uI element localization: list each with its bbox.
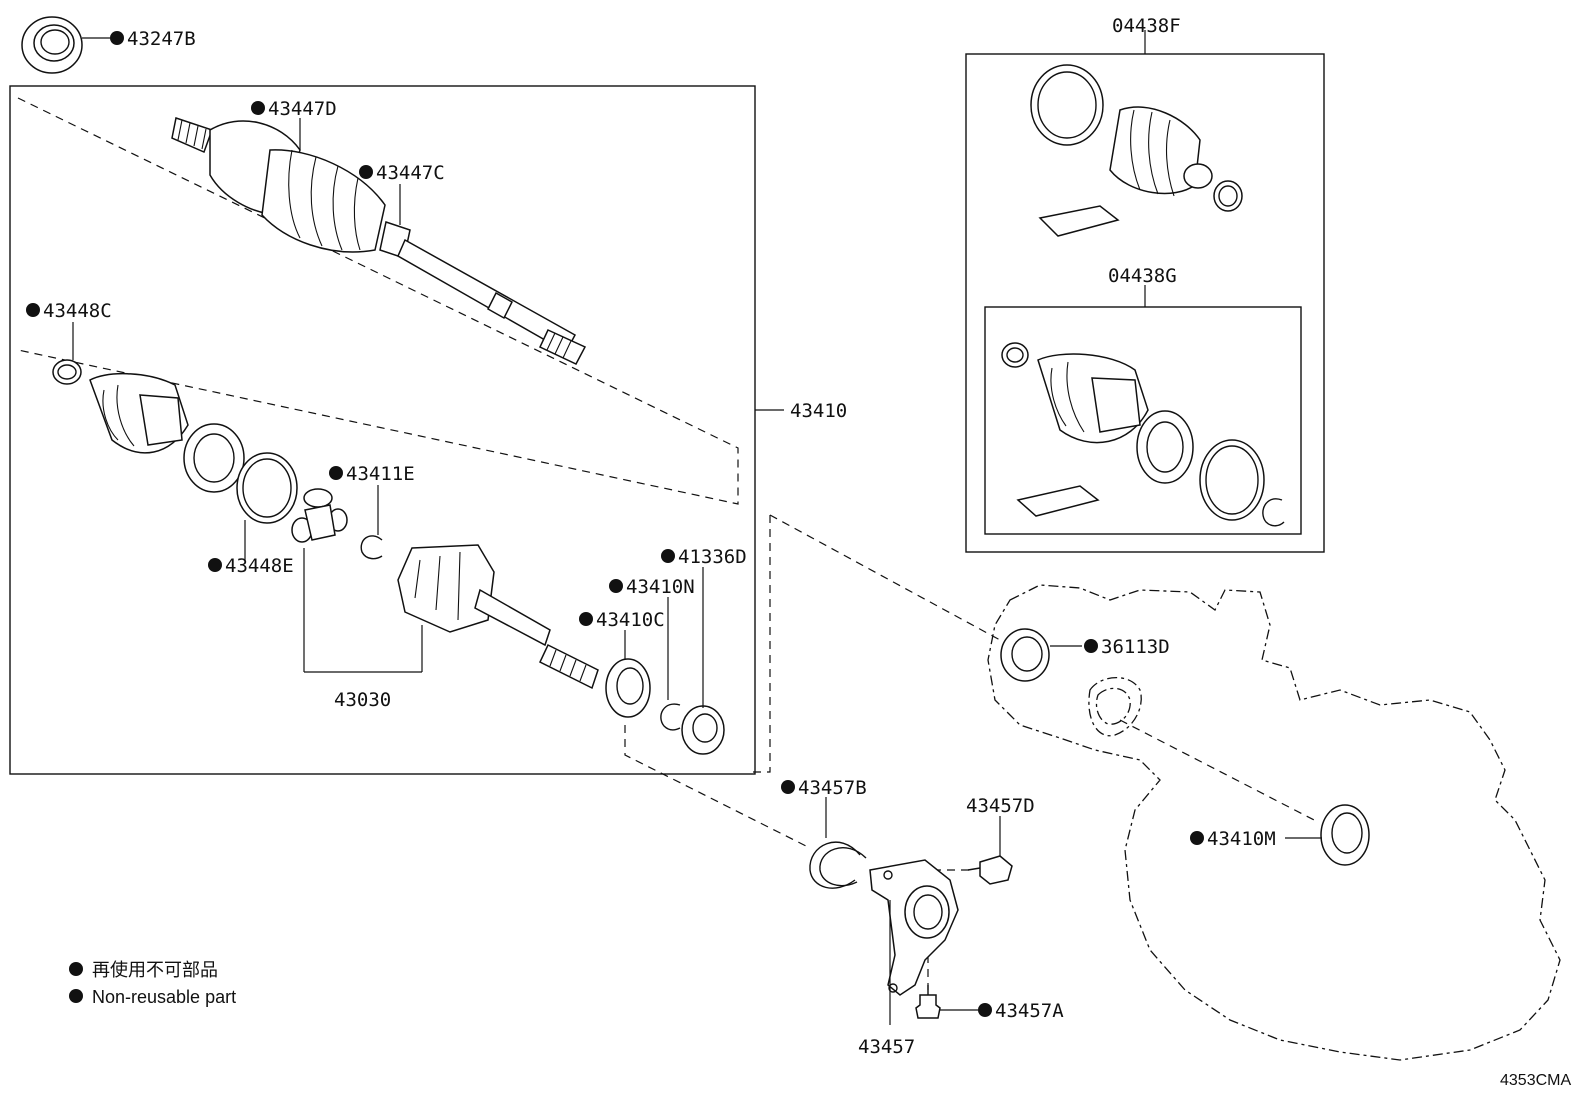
label-43410[interactable]: 43410 — [790, 400, 847, 422]
transaxle-case-outline — [987, 584, 1561, 1061]
label-43457A[interactable]: 43457A — [978, 1000, 1064, 1022]
label-43410C[interactable]: 43410C — [579, 609, 665, 631]
label-41336D[interactable]: 41336D — [661, 546, 747, 568]
label-43247B[interactable]: 43247B — [110, 28, 196, 50]
label-43447D[interactable]: 43447D — [251, 98, 337, 120]
label-04438F[interactable]: 04438F — [1112, 15, 1181, 37]
label-43030[interactable]: 43030 — [334, 689, 391, 711]
dust-seal-41336D-icon — [681, 705, 725, 755]
exploded-outline-main — [17, 97, 739, 505]
label-04438G[interactable]: 04438G — [1108, 265, 1177, 287]
tripod-joint-icon — [291, 488, 348, 543]
part-number-41336D: 41336D — [678, 546, 747, 568]
exploded-outline-lower — [752, 515, 771, 773]
kit-g-grease-pack-icon — [1016, 485, 1100, 517]
part-number-43447C: 43447C — [376, 162, 445, 184]
label-43410N[interactable]: 43410N — [609, 576, 695, 598]
snap-ring-43410N-icon — [660, 703, 681, 731]
oil-seal-43247B-icon — [21, 16, 83, 74]
part-number-43410: 43410 — [790, 400, 847, 422]
label-36113D[interactable]: 36113D — [1084, 636, 1170, 658]
boot-ring-icon — [183, 423, 245, 493]
kit-f-band-icon — [1030, 64, 1104, 146]
part-number-04438G: 04438G — [1108, 265, 1177, 287]
kit-g-snap-ring-icon — [1262, 498, 1285, 527]
kit-f-boot-icon — [1109, 106, 1213, 197]
exploded-link-oil-seal — [1119, 719, 1319, 823]
inboard-joint-housing-icon — [397, 544, 599, 690]
part-number-43457D: 43457D — [966, 795, 1035, 817]
label-43457[interactable]: 43457 — [858, 1036, 915, 1058]
clamp-43448C-icon — [52, 359, 82, 385]
part-number-04438F: 04438F — [1112, 15, 1181, 37]
legend-dot-english — [69, 989, 83, 1003]
part-number-43457: 43457 — [858, 1036, 915, 1058]
inboard-boot-icon — [89, 372, 189, 454]
part-number-43247B: 43247B — [127, 28, 196, 50]
kit-g-clamp-icon — [1001, 342, 1029, 368]
label-43447C[interactable]: 43447C — [359, 162, 445, 184]
boot-kit-frame-inner — [984, 306, 1302, 535]
legend-dot-japanese — [69, 962, 83, 976]
transaxle-case-bore — [1088, 677, 1142, 737]
part-number-43447D: 43447D — [268, 98, 337, 120]
oil-seal-36113D-icon — [1000, 628, 1050, 682]
kit-g-ring-icon — [1136, 410, 1194, 484]
legend-english: Non-reusable part — [92, 987, 236, 1007]
leader-lines — [72, 30, 1322, 1025]
diagram-reference-code: 4353CMA — [1500, 1072, 1571, 1089]
label-43448C[interactable]: 43448C — [26, 300, 112, 322]
label-43457B[interactable]: 43457B — [781, 777, 867, 799]
kit-g-band-icon — [1199, 439, 1265, 521]
label-43411E[interactable]: 43411E — [329, 463, 415, 485]
part-number-43457A: 43457A — [995, 1000, 1064, 1022]
drive-shaft-assembly-frame — [9, 85, 756, 775]
part-number-43448C: 43448C — [43, 300, 112, 322]
part-number-43410M: 43410M — [1207, 828, 1276, 850]
transaxle-case-bore-inner — [1095, 687, 1131, 725]
bolt-43457D-icon — [967, 855, 1013, 885]
kit-f-clamp-icon — [1213, 180, 1243, 212]
part-number-43457B: 43457B — [798, 777, 867, 799]
bearing-43410C-icon — [605, 658, 651, 718]
legend-japanese: 再使用不可部品 — [92, 960, 218, 980]
part-number-43411E: 43411E — [346, 463, 415, 485]
snap-ring-43411E-icon — [360, 535, 383, 560]
legend: 再使用不可部品 Non-reusable part — [69, 960, 236, 1007]
part-number-43410N: 43410N — [626, 576, 695, 598]
exploded-link-seal — [769, 514, 1001, 641]
boot-band-43448E-icon — [236, 452, 298, 524]
label-43448E[interactable]: 43448E — [208, 555, 294, 577]
snap-ring-43457B-icon — [809, 841, 867, 889]
bearing-bracket-43457-icon — [869, 859, 959, 996]
part-number-43448E: 43448E — [225, 555, 294, 577]
oil-seal-43410M-icon — [1320, 804, 1370, 866]
part-number-36113D: 36113D — [1101, 636, 1170, 658]
label-43410M[interactable]: 43410M — [1190, 828, 1276, 850]
label-43457D[interactable]: 43457D — [966, 795, 1035, 817]
part-number-43410C: 43410C — [596, 609, 665, 631]
outboard-joint-shaft-icon — [171, 117, 587, 365]
exploded-link-bearing — [624, 725, 811, 849]
kit-f-grease-pack-icon — [1038, 205, 1120, 237]
part-number-43030: 43030 — [334, 689, 391, 711]
kit-g-boot-icon — [1037, 353, 1149, 444]
bolt-43457A-icon — [915, 985, 941, 1019]
